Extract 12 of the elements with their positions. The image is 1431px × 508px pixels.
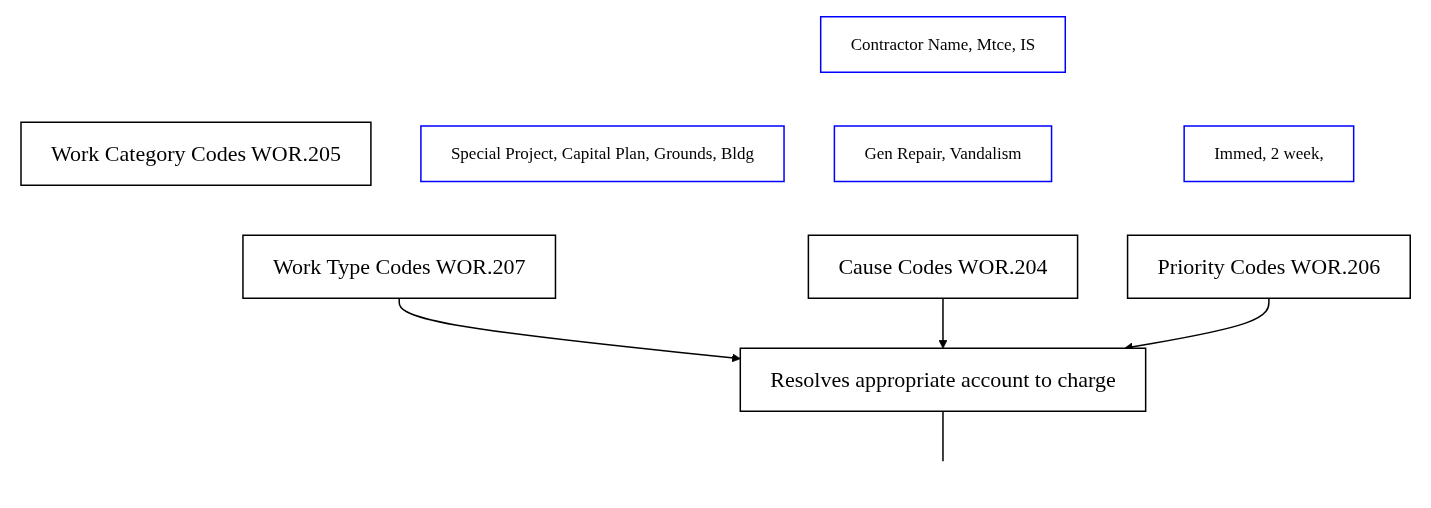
node-box: Priority Codes WOR.206 [1126,234,1411,299]
node-box: Work Type Codes WOR.207 [242,234,557,299]
connector [942,410,944,462]
node-box: Work Category Codes WOR.205 [20,121,372,186]
node-box: Immed, 2 week, [1183,125,1355,183]
node-box: Resolves appropriate account to charge [739,347,1147,412]
node-box: Cause Codes WOR.204 [807,234,1079,299]
node-box: Special Project, Capital Plan, Grounds, Bldg [420,125,785,183]
arrow [398,297,741,363]
node-box: Gen Repair, Vandalism [833,125,1053,183]
arrow [938,297,948,349]
node-box: Contractor Name, Mtce, IS [819,16,1066,73]
